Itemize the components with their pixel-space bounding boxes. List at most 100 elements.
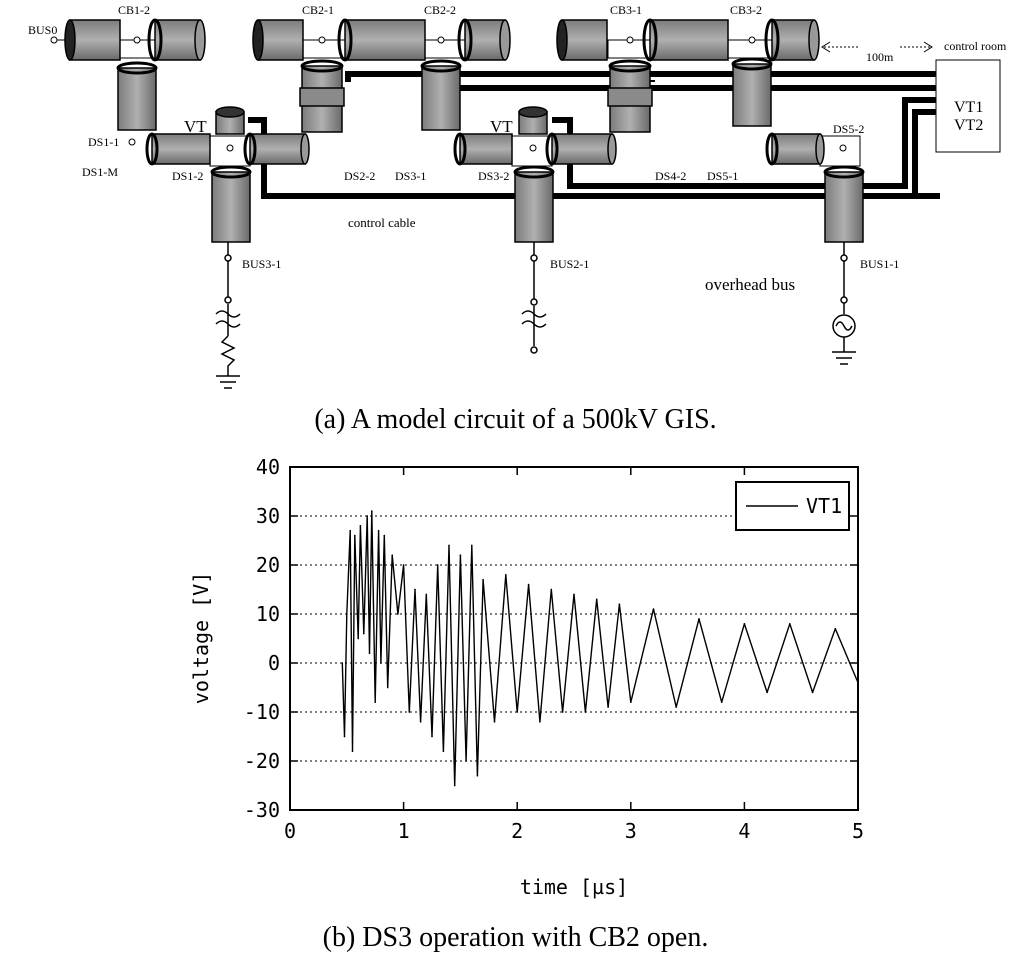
x-axis-label: time [µs] xyxy=(520,875,628,899)
x-tick-label: 3 xyxy=(625,819,637,843)
data-point xyxy=(505,574,507,576)
data-point xyxy=(397,613,399,615)
data-point xyxy=(341,662,344,664)
vertical-tanks xyxy=(116,57,865,243)
data-point xyxy=(453,784,456,787)
data-point xyxy=(383,534,386,537)
data-point xyxy=(436,564,439,566)
data-point xyxy=(366,515,369,517)
data-point xyxy=(363,632,365,635)
data-point xyxy=(354,534,356,537)
data-point xyxy=(431,735,433,738)
data-point xyxy=(374,701,377,703)
data-point xyxy=(343,735,346,738)
data-point xyxy=(652,608,655,610)
data-point xyxy=(720,701,723,703)
data-point xyxy=(811,691,814,694)
legend: VT1 xyxy=(735,481,850,531)
data-point xyxy=(595,598,598,601)
data-point xyxy=(584,711,587,713)
label-distance: 100m xyxy=(866,50,894,64)
data-point xyxy=(359,525,362,527)
label-ds5-2: DS5-2 xyxy=(833,122,864,136)
data-point xyxy=(425,593,428,596)
data-point xyxy=(346,613,348,615)
label-bus0: BUS0 xyxy=(28,23,57,37)
bus-terminations xyxy=(215,242,856,389)
x-tick-label: 4 xyxy=(738,819,750,843)
series-group xyxy=(341,510,859,787)
label-vt-left: VT xyxy=(184,117,207,136)
label-control-room: control room xyxy=(944,39,1007,53)
label-bus2-1: BUS2-1 xyxy=(550,257,589,271)
data-point xyxy=(414,588,416,591)
caption-a: (a) A model circuit of a 500kV GIS. xyxy=(314,404,717,435)
label-overhead-bus: overhead bus xyxy=(705,275,795,294)
label-ds1-2: DS1-2 xyxy=(172,169,203,183)
x-tick-label: 0 xyxy=(284,819,296,843)
label-cb2-1: CB2-1 xyxy=(302,3,334,17)
label-vt1: VT1 xyxy=(954,99,983,116)
y-tick-label: -30 xyxy=(244,798,280,822)
gis-circuit-diagram: BUS0 CB1-2 CB2-1 CB2-2 CB3-1 CB3-2 DS1-1… xyxy=(28,3,1007,389)
data-point xyxy=(766,691,768,694)
data-point xyxy=(386,686,389,689)
data-point xyxy=(476,774,479,777)
switch-nodes xyxy=(128,36,847,152)
data-point xyxy=(380,662,382,664)
data-point xyxy=(516,711,518,713)
data-point xyxy=(349,529,352,532)
data-point xyxy=(368,652,371,654)
data-point xyxy=(607,706,609,708)
y-tick-label: -20 xyxy=(244,749,280,773)
data-point xyxy=(550,588,553,591)
label-cb3-2: CB3-2 xyxy=(730,3,762,17)
data-point xyxy=(857,681,859,684)
label-ds1-1: DS1-1 xyxy=(88,135,119,149)
label-ds2-2: DS2-2 xyxy=(344,169,375,183)
label-ds3-1: DS3-1 xyxy=(395,169,426,183)
label-ds4-2: DS4-2 xyxy=(655,169,686,183)
data-point xyxy=(482,578,484,581)
label-vt2: VT2 xyxy=(954,117,983,134)
label-ds1-m: DS1-M xyxy=(82,165,118,179)
label-cb2-2: CB2-2 xyxy=(424,3,456,17)
y-tick-label: 10 xyxy=(256,602,280,626)
data-point xyxy=(357,637,360,640)
y-tick-label: -10 xyxy=(244,700,280,724)
label-cb3-1: CB3-1 xyxy=(610,3,642,17)
legend-label: VT1 xyxy=(806,494,842,518)
data-point xyxy=(459,554,462,556)
data-point xyxy=(419,721,422,723)
y-tick-label: 30 xyxy=(256,504,280,528)
data-point xyxy=(465,760,467,762)
data-point xyxy=(618,603,621,605)
label-control-cable: control cable xyxy=(348,215,416,230)
data-point xyxy=(408,711,411,713)
y-tick-label: 20 xyxy=(256,553,280,577)
data-point xyxy=(377,529,380,532)
label-bus3-1: BUS3-1 xyxy=(242,257,281,271)
x-tick-label: 5 xyxy=(852,819,864,843)
label-ds5-1: DS5-1 xyxy=(707,169,738,183)
data-point xyxy=(527,583,530,586)
data-point xyxy=(573,593,575,596)
data-point xyxy=(561,711,564,713)
data-point xyxy=(371,510,373,512)
data-point xyxy=(834,627,837,630)
data-point xyxy=(675,706,677,708)
label-bus1-1: BUS1-1 xyxy=(860,257,899,271)
distance-arrow xyxy=(821,41,933,53)
horizontal-tanks xyxy=(64,18,825,166)
x-tick-label: 2 xyxy=(511,819,523,843)
y-tick-label: 40 xyxy=(256,455,280,479)
caption-b: (b) DS3 operation with CB2 open. xyxy=(322,922,709,953)
data-point xyxy=(630,701,632,703)
y-axis-label: voltage [V] xyxy=(189,572,213,704)
data-point xyxy=(402,564,405,566)
diagram-labels: BUS0 CB1-2 CB2-1 CB2-2 CB3-1 CB3-2 DS1-1… xyxy=(28,3,1007,294)
